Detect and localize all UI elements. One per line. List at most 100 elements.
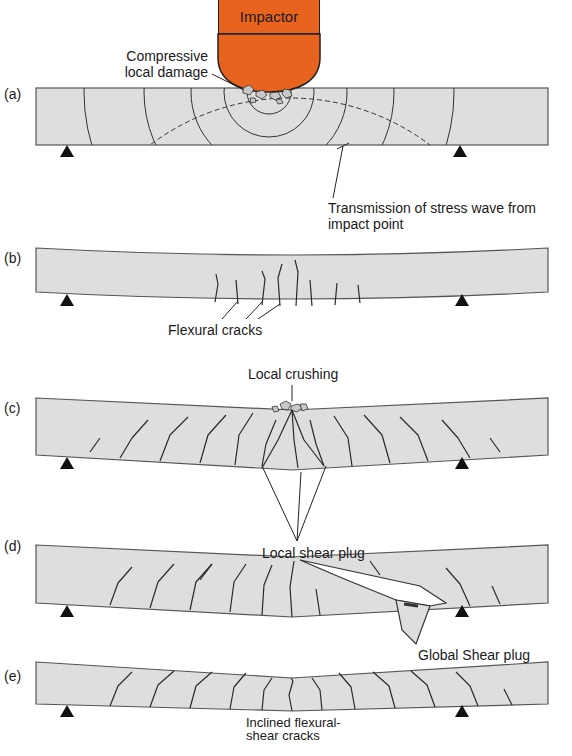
crack-line [364, 415, 390, 463]
leader-line [297, 472, 301, 541]
crushed-concrete [270, 92, 281, 100]
callout-label: Inclined flexural-shear cracks [246, 716, 344, 742]
crack-line [278, 264, 282, 306]
beam-body [36, 88, 548, 711]
crack-line [236, 280, 238, 304]
impactor-head [218, 34, 320, 92]
stress-wave-arcs [58, 88, 522, 145]
crack-line [235, 413, 253, 465]
crack-line [370, 561, 380, 575]
beam-body [36, 88, 548, 145]
crack-line [335, 283, 337, 305]
crack-line [400, 417, 428, 461]
crack-line [262, 678, 272, 710]
panel-letter: (d) [4, 538, 21, 554]
leader-line [292, 385, 293, 401]
crack-line [230, 564, 246, 612]
impactor-head [218, 34, 320, 92]
stress-wave-arcs [84, 88, 454, 145]
crack-line [200, 415, 226, 463]
panel-letter: (b) [4, 250, 21, 266]
support-triangle [60, 294, 74, 306]
crack-line [262, 410, 292, 468]
crack-line [110, 567, 132, 605]
beam-body [36, 398, 548, 470]
panel-letter: (e) [4, 668, 21, 684]
crack-line [492, 586, 500, 604]
crack-line [504, 689, 512, 705]
callout-label: Global Shear plug [418, 647, 530, 663]
crushed-concrete [250, 98, 256, 103]
crack-line [358, 285, 360, 303]
crack-line [316, 589, 320, 615]
crack-line [150, 671, 174, 707]
support-triangle [455, 294, 469, 306]
crack-line [442, 420, 470, 458]
leader-line [262, 466, 297, 541]
crack-line [190, 672, 212, 708]
shear-plug [404, 604, 418, 606]
callout-label: Compressive local damage [104, 48, 208, 80]
callout-label: Transmission of stress wave from impact … [328, 200, 540, 232]
stress-wave-arcs [144, 88, 394, 145]
leader-line [212, 74, 244, 90]
callout-label: Flexural cracks [168, 322, 262, 338]
stress-wave-arcs [191, 88, 347, 145]
stress-wave-arcs [58, 98, 522, 145]
crack-line [295, 260, 298, 306]
support-triangle [455, 457, 469, 469]
crack-line [90, 438, 100, 452]
panel-letter: (a) [4, 86, 21, 102]
beam-body [36, 248, 548, 299]
crack-line [160, 417, 188, 461]
leader-line [212, 74, 349, 541]
crack-line [312, 678, 322, 710]
crack-line [411, 671, 435, 707]
crack-line [490, 438, 500, 452]
support-triangle [60, 605, 74, 617]
crack-line [215, 274, 218, 302]
shear-plug [300, 560, 446, 644]
crack-line [292, 410, 298, 468]
impactor-box: Impactor [218, 0, 320, 34]
crack-line [90, 260, 512, 711]
crack-line [339, 673, 355, 709]
support-triangle [60, 145, 469, 717]
crack-line [200, 564, 212, 580]
crack-line [373, 672, 395, 708]
leader-line [297, 466, 326, 541]
shear-plug [396, 600, 430, 644]
leader-line [222, 301, 238, 319]
crushed-concrete [276, 99, 283, 104]
leader-line [333, 146, 343, 198]
support-triangle [60, 705, 74, 717]
stress-wave-arcs [224, 88, 314, 137]
support-triangle [455, 605, 469, 617]
crack-line [289, 678, 293, 711]
support-triangle [60, 145, 74, 157]
crack-line [310, 280, 312, 306]
crushed-concrete [243, 85, 308, 412]
callout-label: Local shear plug [262, 545, 365, 561]
crack-line [334, 416, 352, 466]
callout-label: Local crushing [248, 366, 338, 382]
crack-line [446, 568, 470, 606]
crack-line [290, 561, 294, 617]
crushed-concrete [272, 406, 279, 412]
crack-line [120, 420, 148, 458]
shear-plug [300, 560, 446, 606]
crushed-concrete [300, 404, 308, 411]
crack-line [262, 271, 265, 305]
crack-line [262, 565, 272, 615]
leader-line [258, 304, 280, 319]
crushed-concrete [243, 85, 254, 95]
crushed-concrete [282, 89, 292, 98]
panel-letter: (c) [4, 400, 20, 416]
node-title: Impactor [240, 8, 298, 25]
crack-line [262, 420, 276, 466]
crack-line [456, 672, 478, 706]
support-triangle [455, 705, 469, 717]
crack-line [230, 673, 246, 709]
beam-body [36, 545, 548, 617]
